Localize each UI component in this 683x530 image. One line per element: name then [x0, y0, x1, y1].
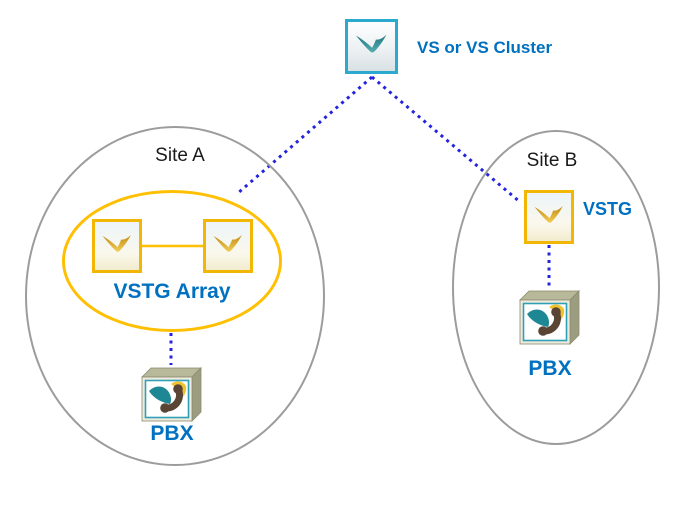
site-a-pbx-node[interactable] — [140, 366, 204, 423]
site-b-vstg-label: VSTG — [583, 199, 633, 219]
pbx-phone-box-icon — [140, 366, 204, 423]
vstg-array-boundary — [62, 190, 282, 332]
v-logo-gold-icon — [213, 234, 242, 252]
vstg-array-label: VSTG Array — [113, 280, 231, 303]
pbx-phone-box-icon — [518, 289, 582, 346]
vs-cluster-label: VS or VS Cluster — [417, 38, 553, 57]
site-a-label: Site A — [155, 145, 205, 166]
site-b-vstg-node[interactable] — [524, 190, 574, 244]
site-b-pbx-label: PBX — [528, 357, 572, 380]
vs-cluster-node[interactable] — [345, 19, 398, 74]
v-logo-gold-icon — [534, 205, 563, 223]
v-logo-gold-icon — [102, 234, 131, 252]
site-a-pbx-label: PBX — [150, 422, 194, 445]
site-a-vstg-node-1[interactable] — [92, 219, 142, 273]
v-logo-teal-icon — [356, 34, 387, 53]
site-b-label: Site B — [526, 150, 578, 171]
site-a-boundary — [25, 126, 325, 466]
site-b-boundary — [452, 130, 660, 445]
site-b-pbx-node[interactable] — [518, 289, 582, 346]
site-a-vstg-node-2[interactable] — [203, 219, 253, 273]
